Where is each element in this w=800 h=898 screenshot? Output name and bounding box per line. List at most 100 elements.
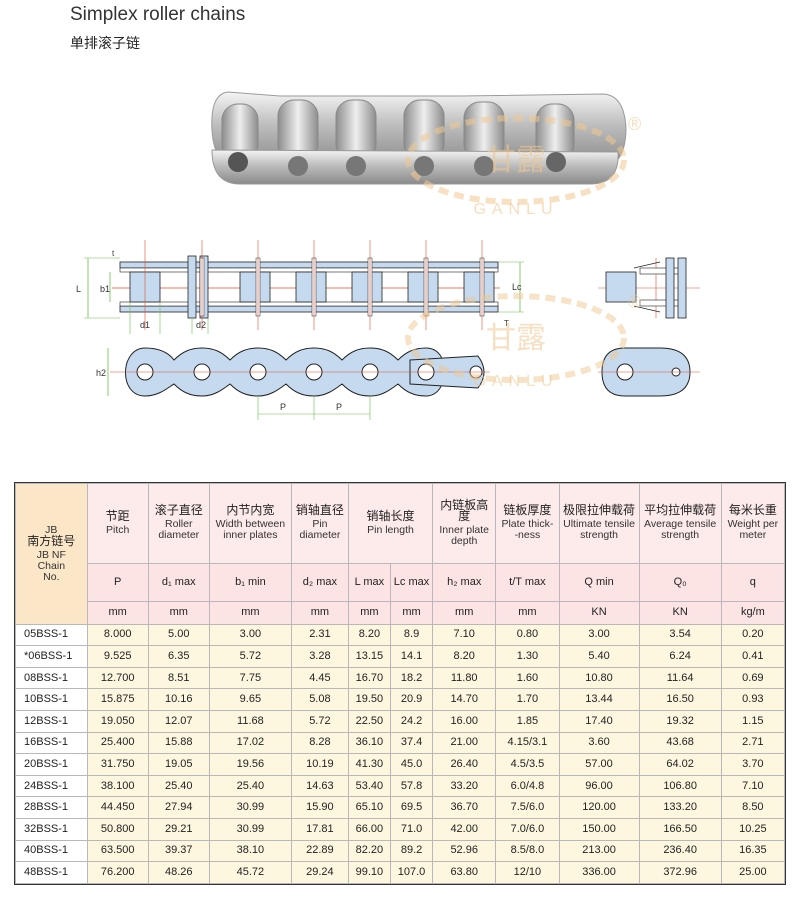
table-cell: 96.00: [558, 774, 640, 798]
table-cell: 107.0: [389, 861, 434, 884]
unit-pin-diameter: mm: [290, 600, 349, 625]
header-row-units: mm mm mm mm mm mm mm mm KN KN kg/m: [16, 600, 786, 625]
table-cell: 19.32: [638, 709, 722, 733]
table-cell: 0.41: [720, 645, 786, 668]
unit-average: KN: [638, 600, 722, 625]
table-cell: 22.89: [290, 839, 349, 863]
sym-ultimate: Q min: [558, 562, 640, 602]
label-d2: d2: [196, 320, 206, 330]
table-cell: 52.96: [432, 839, 497, 863]
table-cell: 213.00: [558, 839, 640, 863]
table-cell: 166.50: [638, 818, 722, 841]
table-cell: 15.875: [86, 688, 149, 711]
chain-model-cell: 16BSS-1: [15, 731, 88, 755]
unit-plate-thickness: mm: [495, 600, 560, 625]
label-P2: P: [336, 402, 342, 412]
chain-model-cell: 48BSS-1: [15, 861, 88, 884]
table-cell: 37.4: [389, 731, 434, 755]
model-header-jb: JB: [45, 523, 58, 536]
table-cell: 11.64: [638, 666, 722, 690]
table-cell: 18.2: [389, 666, 434, 690]
table-cell: 5.72: [290, 709, 349, 733]
table-cell: 50.800: [86, 818, 149, 841]
model-header-en3: No.: [43, 570, 60, 583]
table-cell: 10.16: [147, 688, 210, 711]
table-cell: 27.94: [147, 796, 210, 820]
table-cell: 48.26: [147, 861, 210, 884]
model-header-en1: JB NF: [36, 548, 66, 561]
table-cell: 82.20: [347, 839, 391, 863]
table-cell: 8.51: [147, 666, 210, 690]
table-cell: 5.08: [290, 688, 349, 711]
table-cell: 1.70: [495, 688, 560, 711]
table-cell: 2.31: [290, 623, 349, 647]
end-view-front-drawing: [598, 347, 700, 397]
page-title: Simplex roller chains: [70, 4, 246, 25]
table-cell: 133.20: [638, 796, 722, 820]
table-cell: 42.00: [432, 818, 497, 841]
chain-model-cell: 08BSS-1: [15, 666, 88, 690]
table-cell: 76.200: [86, 861, 149, 884]
model-header-en2: Chain: [37, 559, 66, 572]
table-cell: 15.88: [147, 731, 210, 755]
table-cell: 1.30: [495, 645, 560, 668]
table-cell: 14.63: [290, 774, 349, 798]
table-cell: 7.10: [720, 774, 786, 798]
table-cell: 1.15: [720, 709, 786, 733]
table-cell: 4.5/3.5: [495, 753, 560, 776]
table-cell: 5.40: [558, 645, 640, 668]
side-view-drawing: L b1 t d1 d2 Lc T: [76, 240, 524, 334]
table-cell: 17.40: [558, 709, 640, 733]
table-cell: 13.44: [558, 688, 640, 711]
chain-model-cell: 10BSS-1: [15, 688, 88, 711]
label-t: t: [112, 249, 115, 258]
table-cell: 25.40: [208, 774, 292, 798]
sym-weight: q: [720, 562, 786, 602]
header-row-symbols: P d₁ max b₁ min d₂ max L max Lc max h₂ m…: [16, 562, 786, 602]
table-cell: 6.0/4.8: [495, 774, 560, 798]
end-view-drawing: [598, 257, 700, 319]
table-cell: 30.99: [208, 818, 292, 841]
table-cell: 41.30: [347, 753, 391, 776]
table-cell: 19.56: [208, 753, 292, 776]
unit-roller: mm: [147, 600, 210, 625]
table-cell: 6.24: [638, 645, 722, 668]
table-cell: 16.35: [720, 839, 786, 863]
table-cell: 10.19: [290, 753, 349, 776]
table-cell: 9.65: [208, 688, 292, 711]
unit-ultimate: KN: [558, 600, 640, 625]
table-cell: 7.0/6.0: [495, 818, 560, 841]
table-cell: 3.60: [558, 731, 640, 755]
unit-pitch: mm: [86, 600, 149, 625]
chain-drawings: L b1 t d1 d2 Lc T: [76, 91, 700, 420]
table-cell: 0.80: [495, 623, 560, 647]
sym-plate-depth: h₂ max: [432, 562, 497, 602]
table-cell: 0.93: [720, 688, 786, 711]
table-cell: 36.70: [432, 796, 497, 820]
table-cell: 0.69: [720, 666, 786, 690]
table-cell: 16.50: [638, 688, 722, 711]
table-cell: 44.450: [86, 796, 149, 820]
label-L: L: [76, 284, 81, 294]
table-cell: 5.00: [147, 623, 210, 647]
table-cell: 3.70: [720, 753, 786, 776]
chain-model-cell: *06BSS-1: [15, 645, 88, 668]
table-cell: 19.050: [86, 709, 149, 733]
chain-model-cell: 24BSS-1: [15, 774, 88, 798]
table-cell: 14.1: [389, 645, 434, 668]
table-cell: 99.10: [347, 861, 391, 884]
table-cell: 12/10: [495, 861, 560, 884]
table-cell: 8.9: [389, 623, 434, 647]
unit-plate-depth: mm: [432, 600, 497, 625]
